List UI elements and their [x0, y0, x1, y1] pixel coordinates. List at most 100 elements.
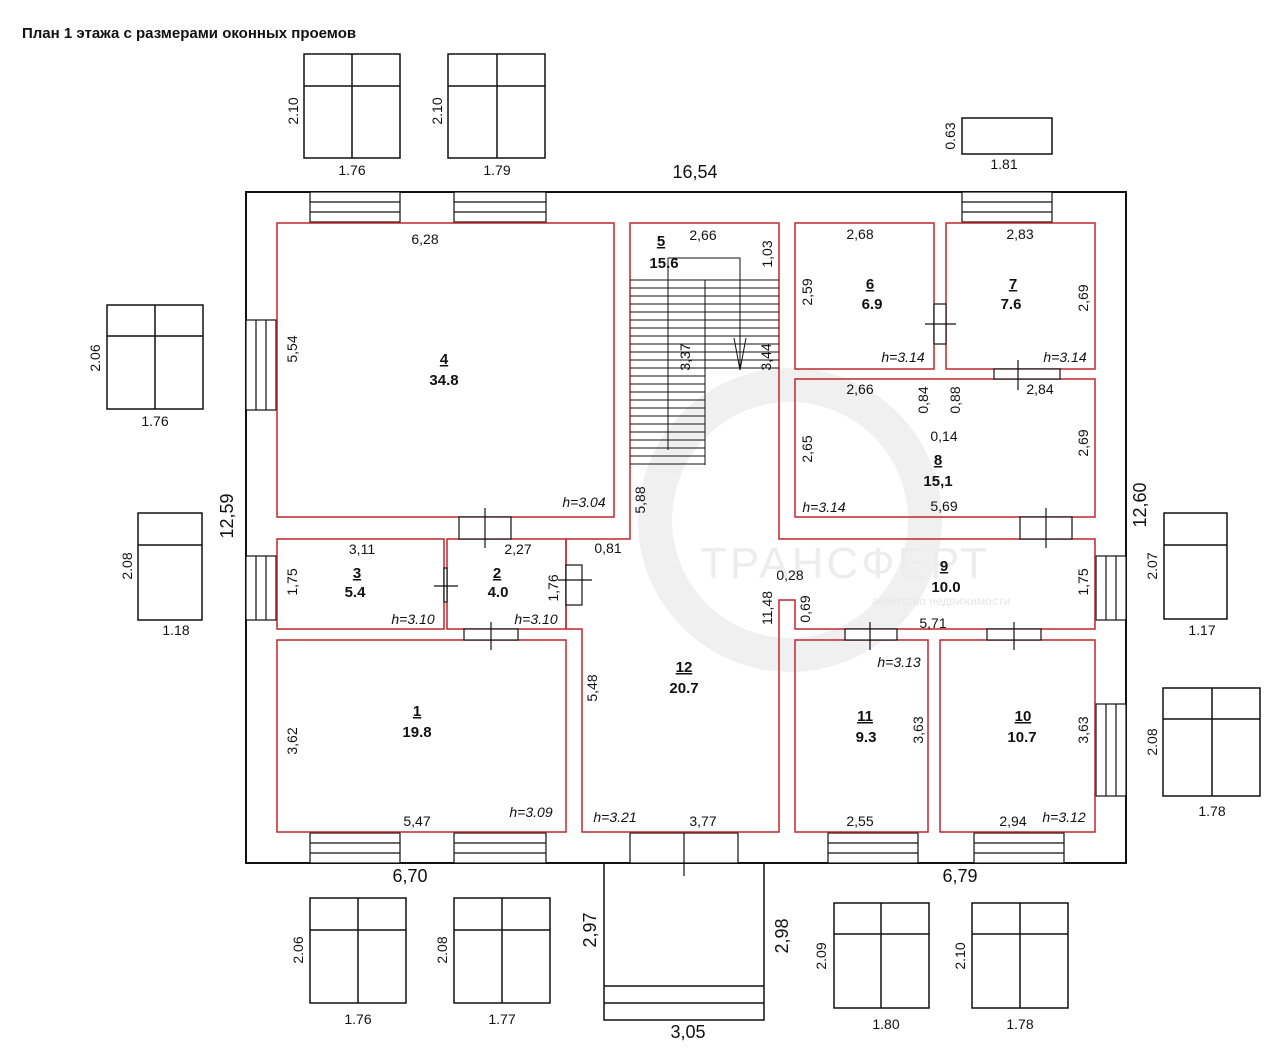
- room-12-upper-length: 5,88: [632, 486, 648, 513]
- room-1-width: 5,47: [403, 813, 430, 829]
- room-6-width: 2,68: [846, 226, 873, 242]
- room-9-offset: 0,28: [776, 567, 803, 583]
- room-10-depth: 3,63: [1075, 716, 1091, 743]
- room-8-area: 15,1: [923, 473, 952, 490]
- watermark-brand: ТРАНСФЕРТ: [700, 539, 990, 588]
- room-10-width: 2,94: [999, 813, 1026, 829]
- room-3-width: 3,11: [349, 541, 375, 557]
- room-4-width: 6,28: [411, 231, 438, 247]
- room-7-width: 2,83: [1006, 226, 1033, 242]
- room-3-area: 5.4: [345, 584, 367, 601]
- room-6-outline: [794, 222, 935, 370]
- room-8-width-left: 2,66: [846, 381, 873, 397]
- room-9-niche: 0,69: [797, 595, 813, 622]
- porch: [603, 863, 765, 1021]
- window-top-1-height: 2.10: [285, 97, 301, 124]
- room-2-height: h=3.10: [514, 611, 557, 627]
- porch-bottom: 3,05: [670, 1022, 705, 1042]
- room-4-depth: 5,54: [284, 335, 300, 362]
- wall-openings: [245, 191, 1127, 876]
- room-11-area: 9.3: [856, 729, 877, 746]
- window-top-2-width: 1.79: [483, 162, 510, 178]
- watermark-sub: агентство недвижимости: [872, 594, 1010, 608]
- room-11-depth: 3,63: [910, 716, 926, 743]
- room-9-number: 9: [940, 558, 948, 575]
- room-10-number: 10: [1015, 708, 1032, 725]
- window-left-2-height: 2.08: [119, 552, 135, 579]
- room-6-height: h=3.14: [881, 349, 924, 365]
- window-left-1: [106, 304, 204, 410]
- room-9-depth: 1,75: [1075, 568, 1091, 595]
- room-1-outline: [276, 639, 567, 833]
- overall-bottom-right: 6,79: [942, 866, 977, 886]
- overall-right: 12,60: [1130, 482, 1150, 527]
- window-right-1-width: 1.17: [1188, 622, 1215, 638]
- room-5-flight-1: 3,37: [677, 343, 693, 370]
- room-12-area: 20.7: [669, 680, 698, 697]
- room-6-number: 6: [866, 276, 874, 293]
- room-9-height: h=3.13: [877, 654, 920, 670]
- porch-left: 2,97: [580, 912, 600, 947]
- window-bot-3: [833, 902, 930, 1009]
- interior-doors: [434, 303, 1073, 650]
- room-12-total-length: 11,48: [759, 591, 775, 625]
- room-7-number: 7: [1009, 276, 1017, 293]
- window-left-1-height: 2.06: [87, 344, 103, 371]
- room-2-area: 4.0: [488, 584, 509, 601]
- room-6-depth: 2,59: [799, 278, 815, 305]
- window-left-1-width: 1.76: [141, 413, 168, 429]
- room-5-area: 15.6: [649, 255, 678, 272]
- overall-top: 16,54: [672, 162, 717, 182]
- room-8-niche-depth: 0,14: [930, 428, 957, 444]
- window-top-1: [303, 53, 401, 159]
- room-2-number: 2: [493, 565, 501, 582]
- window-top-3-height: 0.63: [942, 122, 958, 149]
- room-12-lower-length: 5,48: [584, 674, 600, 701]
- room-8-width-right: 2,84: [1026, 381, 1053, 397]
- room-8-niche-1: 0,84: [915, 386, 931, 413]
- room-12-outline: [565, 222, 1096, 833]
- room-1-height: h=3.09: [509, 804, 552, 820]
- overall-left: 12,59: [217, 493, 237, 538]
- plan-title: План 1 этажа с размерами оконных проемов: [22, 25, 356, 42]
- window-bot-2-width: 1.77: [488, 1011, 515, 1027]
- window-bot-4-height: 2.10: [952, 942, 968, 969]
- room-5-flight-2: 3,44: [758, 343, 774, 370]
- window-top-2-height: 2.10: [429, 97, 445, 124]
- window-bot-1-width: 1.76: [344, 1011, 371, 1027]
- window-bot-3-height: 2.09: [813, 942, 829, 969]
- room-4-area: 34.8: [429, 372, 458, 389]
- room-3-number: 3: [353, 565, 361, 582]
- room-3-depth: 1,75: [284, 568, 300, 595]
- room-7-depth: 2,69: [1075, 284, 1091, 311]
- room-4-outline: [276, 222, 615, 518]
- room-10-area: 10.7: [1007, 729, 1036, 746]
- room-7-area: 7.6: [1001, 296, 1022, 313]
- room-11-number: 11: [857, 708, 873, 725]
- window-bot-1-height: 2.06: [290, 936, 306, 963]
- room-4-height: h=3.04: [562, 494, 605, 510]
- room-12-top-width: 0,81: [594, 540, 621, 556]
- window-bot-3-width: 1.80: [872, 1016, 899, 1032]
- room-2-width: 2,27: [504, 541, 531, 557]
- room-8-number: 8: [934, 452, 942, 469]
- room-8-niche-2: 0,88: [947, 386, 963, 413]
- room-2-depth: 1,76: [545, 574, 561, 601]
- room-8-height: h=3.14: [802, 499, 845, 515]
- room-6-area: 6.9: [862, 296, 883, 313]
- window-elevations: [106, 53, 1261, 1009]
- window-right-1-height: 2.07: [1144, 552, 1160, 579]
- room-12-number: 12: [676, 659, 693, 676]
- room-5-number: 5: [657, 233, 665, 250]
- room-5-width: 2,66: [689, 227, 716, 243]
- window-top-3-width: 1.81: [990, 156, 1017, 172]
- window-right-2-height: 2.08: [1144, 728, 1160, 755]
- room-4-number: 4: [440, 351, 449, 368]
- window-left-2: [137, 512, 203, 621]
- window-bot-2-height: 2.08: [434, 936, 450, 963]
- window-right-2-width: 1.78: [1198, 803, 1225, 819]
- rooms: [276, 222, 1096, 833]
- room-9-length: 5,71: [919, 615, 946, 631]
- room-3-height: h=3.10: [391, 611, 434, 627]
